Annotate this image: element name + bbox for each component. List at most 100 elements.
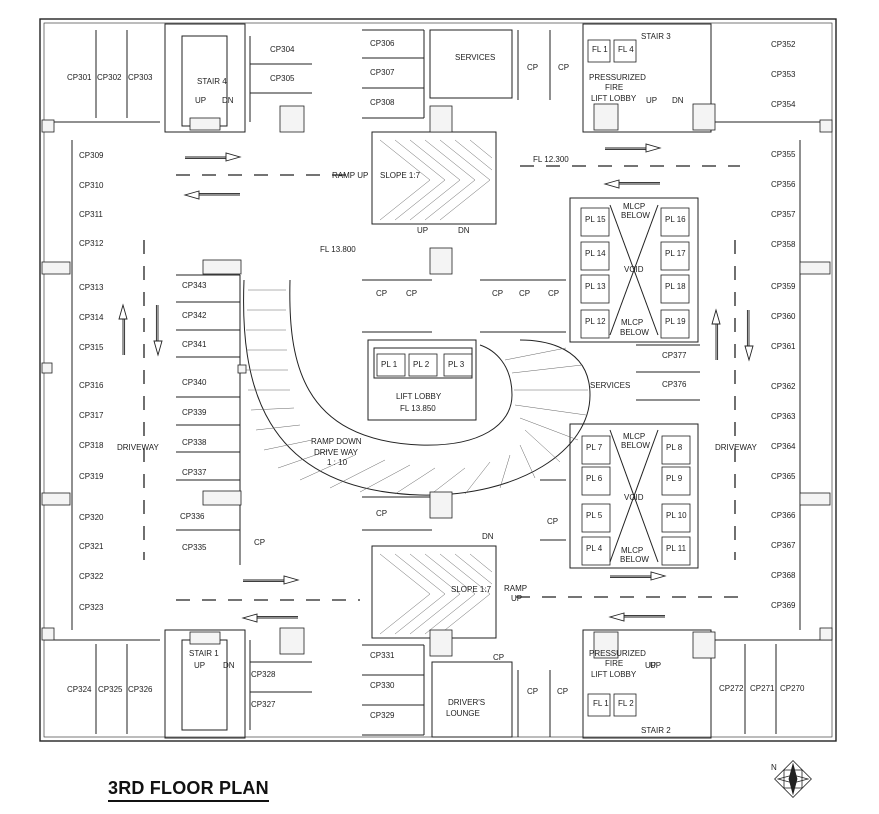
circulation-label: DN	[482, 532, 494, 541]
lift-cars	[376, 39, 691, 717]
hatching	[246, 139, 588, 635]
lift-label: PL 9	[666, 474, 683, 483]
room-label: BELOW	[620, 328, 649, 337]
driveway-label: DRIVEWAY	[715, 443, 757, 452]
parking-space-label: CP304	[270, 45, 295, 54]
parking-space-label: CP317	[79, 411, 104, 420]
lift-label: PL 12	[585, 317, 606, 326]
lift-car	[581, 466, 611, 496]
direction-arrow-icon	[183, 190, 241, 200]
room-label: MLCP	[623, 432, 645, 441]
circulation-label: DN	[672, 96, 684, 105]
parking-space-label: CP316	[79, 381, 104, 390]
parking-space-label: CP313	[79, 283, 104, 292]
lift-car	[661, 435, 691, 465]
lift-label: PL 16	[665, 215, 686, 224]
room-label: LIFT LOBBY	[591, 670, 637, 679]
parking-space-label: CP319	[79, 472, 104, 481]
parking-space-label: CP	[376, 289, 387, 298]
lift-car	[661, 536, 691, 566]
lift-label: PL 18	[665, 282, 686, 291]
parking-space-label: CP309	[79, 151, 104, 160]
lift-car	[581, 536, 611, 566]
parking-space-label: CP325	[98, 685, 123, 694]
lift-car	[587, 39, 611, 63]
parking-space-label: CP	[376, 509, 387, 518]
lift-label: PL 10	[666, 511, 687, 520]
parking-space-label: CP271	[750, 684, 775, 693]
parking-space-label: CP	[527, 63, 538, 72]
lift-label: PL 6	[586, 474, 603, 483]
direction-arrow-icon	[608, 612, 666, 622]
lift-car	[580, 207, 610, 237]
lift-car	[660, 241, 690, 271]
room-label: PRESSURIZED	[589, 73, 646, 82]
parking-space-label: CP	[519, 289, 530, 298]
parking-space-label: CP352	[771, 40, 796, 49]
room-label: DRIVER'S	[448, 698, 485, 707]
room-label: BELOW	[621, 211, 650, 220]
parking-space-label: CP326	[128, 685, 153, 694]
lift-car	[443, 353, 473, 377]
parking-space-label: CP336	[180, 512, 205, 521]
lift-label: PL 5	[586, 511, 603, 520]
room-label: SERVICES	[590, 381, 630, 390]
parking-space-label: CP328	[251, 670, 276, 679]
parking-space-label: CP272	[719, 684, 744, 693]
lift-car	[613, 39, 637, 63]
lift-label: PL 1	[381, 360, 398, 369]
room-label: FIRE	[605, 659, 623, 668]
room-label: STAIR 2	[641, 726, 671, 735]
direction-arrow-icon	[603, 179, 661, 189]
parking-space-label: CP369	[771, 601, 796, 610]
lift-label: FL 2	[618, 699, 634, 708]
page-title: 3RD FLOOR PLAN	[108, 778, 269, 802]
circulation-label: RAMP DOWN	[311, 437, 362, 446]
parking-space-label: CP318	[79, 441, 104, 450]
direction-arrow-icon	[604, 143, 662, 153]
parking-space-label: CP	[557, 687, 568, 696]
parking-space-label: CP	[254, 538, 265, 547]
circulation-label: DN	[458, 226, 470, 235]
parking-space-label: CP343	[182, 281, 207, 290]
room-label: BELOW	[621, 441, 650, 450]
lift-label: FL 1	[593, 699, 609, 708]
lift-car	[376, 353, 406, 377]
room-label: STAIR 4	[197, 77, 227, 86]
lift-label: FL 1	[592, 45, 608, 54]
driveway-label: DRIVEWAY	[117, 443, 159, 452]
lift-car	[660, 274, 690, 304]
parking-space-label: CP331	[370, 651, 395, 660]
room-label: STAIR 3	[641, 32, 671, 41]
direction-arrow-icon	[153, 305, 163, 357]
direction-arrow-icon	[744, 310, 754, 362]
circulation-label: SLOPE 1:7	[451, 585, 492, 594]
lift-car	[660, 207, 690, 237]
parking-space-label: CP	[493, 653, 504, 662]
room-label: VOID	[624, 493, 644, 502]
parking-space-label: CP355	[771, 150, 796, 159]
parking-space-label: CP320	[79, 513, 104, 522]
parking-space-label: CP354	[771, 100, 796, 109]
parking-space-label: CP337	[182, 468, 207, 477]
lane-markings	[143, 165, 740, 601]
parking-space-label: CP339	[182, 408, 207, 417]
lift-label: PL 14	[585, 249, 606, 258]
parking-space-label: CP342	[182, 311, 207, 320]
lift-car	[408, 353, 438, 377]
circulation-label: RAMP UP	[332, 171, 368, 180]
lift-car	[613, 693, 637, 717]
lift-label: PL 7	[586, 443, 603, 452]
room-label: MLCP	[621, 546, 643, 555]
parking-space-label: CP362	[771, 382, 796, 391]
lift-car	[580, 274, 610, 304]
circulation-label: UP	[417, 226, 428, 235]
lift-label: PL 8	[666, 443, 683, 452]
room-label: VOID	[624, 265, 644, 274]
lift-label: PL 2	[413, 360, 430, 369]
direction-arrow-icon	[118, 303, 128, 356]
parking-space-label: CP301	[67, 73, 92, 82]
parking-space-label: CP323	[79, 603, 104, 612]
